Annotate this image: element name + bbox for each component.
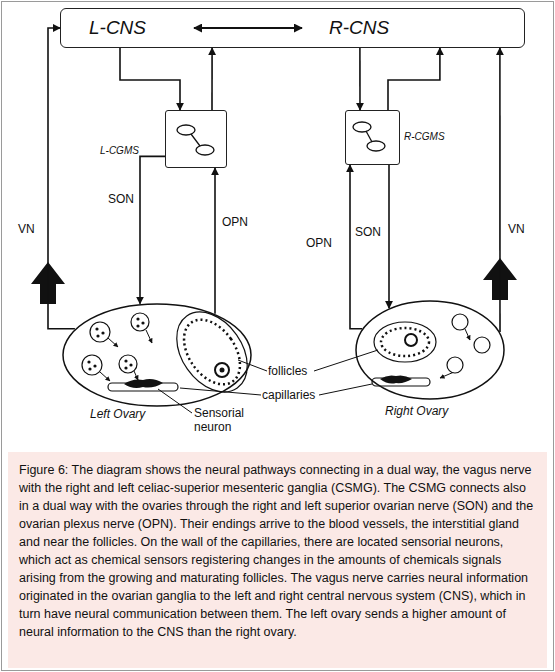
nerve-connector (350, 165, 362, 329)
deco-line (180, 388, 261, 395)
deco-circle (87, 360, 90, 363)
deco-line (158, 389, 192, 413)
deco-ellipse (353, 122, 371, 132)
nerve-connector (140, 156, 165, 303)
deco-ellipse (196, 145, 214, 155)
follicle-signal-arrows (100, 329, 470, 381)
deco-circle (82, 355, 102, 375)
ganglion-box: R-CGMS (345, 110, 400, 165)
callout-label: capillaries (262, 388, 315, 402)
ganglion-box: L-CGMS (165, 110, 227, 168)
deco-circle (95, 327, 98, 330)
callout-label: Sensorial neuron (194, 406, 256, 434)
deco-ellipse (367, 141, 385, 151)
ovary-outline (355, 300, 505, 400)
node-label: L-CNS (89, 17, 146, 39)
right-ovary-follicles (374, 314, 490, 373)
deco-line (314, 350, 378, 371)
ganglion-symbols (177, 122, 385, 155)
deco-circle (93, 364, 96, 367)
deco-line (465, 329, 470, 340)
callout-label: follicles (268, 364, 307, 378)
deco-circle (129, 363, 132, 366)
deco-circle (474, 337, 490, 353)
deco-line (238, 360, 267, 371)
deco-line (146, 330, 152, 343)
deco-circle (101, 331, 104, 334)
left-ovary-follicles (82, 299, 262, 405)
leader-lines (158, 350, 378, 413)
deco-circle (119, 355, 137, 373)
nerve-connector (214, 168, 216, 314)
deco-path (124, 379, 163, 388)
nerve-connector (48, 28, 75, 329)
nerve-label: OPN (222, 215, 248, 229)
deco-line (100, 372, 110, 381)
node-label: Left Ovary (90, 407, 145, 421)
node-label: R-CNS (329, 17, 389, 39)
nerve-label: SON (355, 225, 381, 239)
nerve-connector (211, 48, 213, 110)
node-label: L-CGMS (100, 145, 139, 156)
nerve-connector (359, 48, 361, 110)
ovary-ellipse: Left Ovary (62, 303, 252, 407)
deco-ellipse (173, 309, 252, 394)
deco-circle (215, 363, 229, 377)
node-label: Right Ovary (385, 404, 448, 418)
deco-path (380, 375, 412, 383)
nerve-label: SON (108, 192, 134, 206)
vn-thick-arrow (483, 258, 517, 300)
deco-line (319, 384, 372, 395)
deco-circle (124, 359, 127, 362)
ovary-outline-shape (63, 304, 251, 406)
deco-circle (447, 357, 463, 373)
cns-box: L-CNS R-CNS (60, 8, 525, 48)
deco-circle (452, 314, 468, 330)
nerve-label: VN (18, 222, 35, 236)
deco-ellipse (381, 328, 429, 356)
ovary-outline-shape (356, 301, 504, 399)
node-label: R-CGMS (404, 131, 445, 142)
deco-circle (90, 322, 110, 342)
deco-circle (220, 368, 225, 373)
ovary-ellipse: Right Ovary (355, 300, 505, 400)
nerve-connector (388, 48, 440, 110)
ovary-outline (62, 303, 252, 407)
deco-circle (96, 334, 99, 337)
deco-circle (141, 321, 144, 324)
deco-circle (124, 366, 127, 369)
deco-line (366, 131, 372, 142)
figure-caption: Figure 6: The diagram shows the neural p… (8, 452, 547, 668)
nerve-connector (120, 48, 180, 110)
nerve-label: VN (508, 222, 525, 236)
nerve-connector (388, 165, 390, 308)
deco-line (191, 134, 200, 146)
deco-circle (136, 317, 139, 320)
nerve-label: OPN (306, 236, 332, 250)
deco-circle (405, 334, 417, 346)
nerve-connector (499, 48, 501, 332)
deco-line (134, 371, 138, 380)
deco-circle (131, 313, 149, 331)
cns-link-arrow (194, 27, 302, 29)
deco-circle (136, 324, 139, 327)
deco-circle (88, 367, 91, 370)
vn-thick-arrow (31, 262, 65, 304)
deco-ellipse (374, 322, 436, 362)
deco-ellipse (177, 125, 195, 135)
deco-line (108, 338, 118, 347)
